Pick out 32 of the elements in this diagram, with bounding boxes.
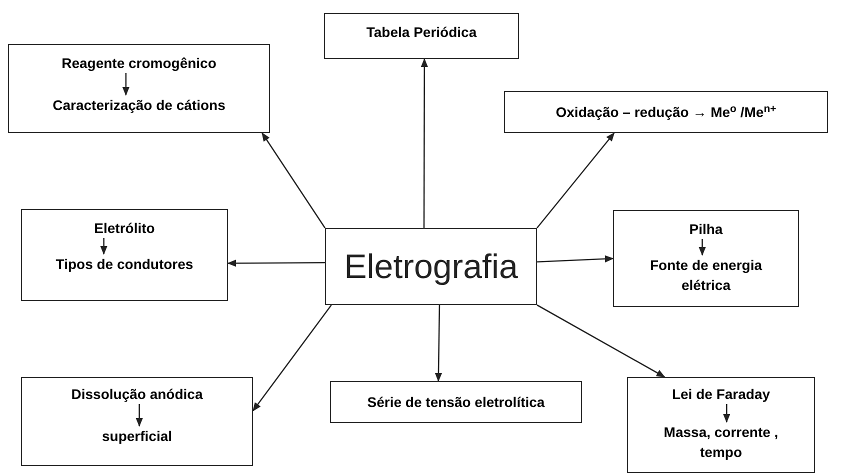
arrow bbox=[723, 404, 730, 423]
concept-box: Oxidação – redução → Me$^{o}$ /Me$^{n+}$ bbox=[504, 91, 828, 133]
central-topic-box: Eletrografia bbox=[325, 228, 537, 305]
concept-box bbox=[8, 44, 270, 133]
arrow bbox=[136, 404, 143, 427]
concept-box bbox=[613, 210, 799, 307]
arrow bbox=[536, 255, 614, 263]
concept-box bbox=[21, 209, 228, 301]
arrow bbox=[420, 58, 428, 228]
arrow bbox=[536, 304, 666, 378]
arrow bbox=[227, 260, 325, 267]
concept-label: Reagente cromogênico bbox=[25, 53, 253, 73]
arrow bbox=[536, 132, 615, 228]
concept-box bbox=[21, 377, 253, 466]
arrow bbox=[100, 238, 108, 255]
concept-label: Eletrólito bbox=[38, 218, 211, 238]
concept-box: Tabela Periódica bbox=[324, 13, 519, 59]
concept-label: Tipos de condutores bbox=[38, 254, 211, 274]
concept-label: superficial bbox=[38, 426, 236, 446]
arrow bbox=[698, 239, 706, 256]
arrow bbox=[262, 132, 326, 228]
concept-box: Série de tensão eletrolítica bbox=[330, 381, 582, 423]
concept-label: Pilha bbox=[630, 219, 782, 239]
concept-label: Caracterização de cátions bbox=[25, 95, 253, 115]
arrow bbox=[434, 305, 442, 382]
arrow bbox=[122, 73, 130, 96]
concept-box bbox=[627, 377, 815, 473]
concept-label: Fonte de energia elétrica bbox=[630, 255, 782, 295]
concept-label: Dissolução anódica bbox=[38, 384, 236, 404]
concept-label: Lei de Faraday bbox=[644, 384, 798, 404]
arrow bbox=[252, 304, 332, 412]
concept-label: Massa, corrente , tempo bbox=[644, 422, 798, 462]
